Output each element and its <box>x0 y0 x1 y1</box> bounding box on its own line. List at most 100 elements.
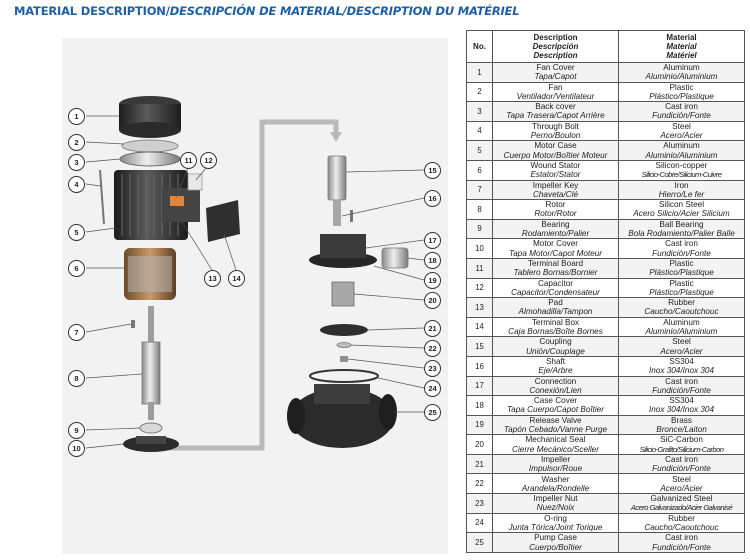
material-en: SS304 <box>669 396 694 406</box>
callout-13: 13 <box>204 270 221 287</box>
material-translation: Acero/Acier <box>660 483 703 493</box>
description-en: Fan <box>548 82 563 92</box>
description-en: Pump Case <box>534 533 577 543</box>
material-en: Cast iron <box>665 533 698 543</box>
callout-4: 4 <box>68 176 85 193</box>
material-translation: Bola Rodamiento/Palier Balle <box>628 229 735 239</box>
material-en: Aluminum <box>663 63 700 73</box>
callout-25: 25 <box>424 404 441 421</box>
material-translation: Silicio-Cobre/Silicium-Cuivre <box>641 170 722 180</box>
row-number: 4 <box>466 120 493 142</box>
material-translation: Caucho/Caoutchouc <box>644 522 719 532</box>
material-translation: Plástico/Plastique <box>649 287 714 297</box>
description-en: Back cover <box>535 102 576 112</box>
description-en: Impeller <box>540 454 571 464</box>
description-en: Release Valve <box>529 415 582 425</box>
description-en: Rotor <box>545 200 566 210</box>
callout-9: 9 <box>68 422 85 439</box>
material-en: SiC-Carbon <box>660 435 703 445</box>
callout-14: 14 <box>228 270 245 287</box>
description-translation: Rotor/Rotor <box>534 209 577 219</box>
description-en: Coupling <box>539 337 572 347</box>
material-en: Iron <box>674 180 689 190</box>
callout-11: 11 <box>180 152 197 169</box>
material-translation: Inox 304/Inox 304 <box>648 366 715 376</box>
material-translation: Aluminio/Aluminium <box>645 72 718 82</box>
material-en: Silicon Steel <box>658 200 705 210</box>
callout-1: 1 <box>68 108 85 125</box>
description-translation: Unión/Couplage <box>526 346 585 356</box>
description-en: Wound Stator <box>530 161 581 171</box>
description-en: Pad <box>548 298 563 308</box>
material-en: Cast iron <box>665 239 698 249</box>
description-en: Through Bolt <box>532 121 579 131</box>
material-en: Plastic <box>669 82 694 92</box>
callout-17: 17 <box>424 232 441 249</box>
row-number: 18 <box>466 395 493 416</box>
page-title: MATERIAL DESCRIPTION/DESCRIPCIÓN DE MATE… <box>14 4 520 18</box>
row-number: 3 <box>466 101 493 122</box>
material-translation: Bronce/Laiton <box>656 424 707 434</box>
material-translation: Plástico/Plastique <box>649 268 714 278</box>
table-header-row: No. Description Descripción Description … <box>466 30 745 63</box>
exploded-view-illustration <box>85 96 425 452</box>
row-number: 12 <box>466 277 493 299</box>
description-en: Capacitor <box>537 278 574 288</box>
material-en: Cast iron <box>665 376 698 386</box>
description-translation: Ventilador/Ventilateur <box>516 91 595 101</box>
row-number: 10 <box>466 238 493 259</box>
header-description-es: Descripción <box>532 42 579 51</box>
material-translation: Acero Galvanizado/Acier Galvanisé <box>630 503 733 513</box>
material-translation: Silicio-Grafito/Silicium-Carbon <box>639 444 724 454</box>
row-number: 2 <box>466 81 493 103</box>
description-en: Motor Case <box>534 141 577 151</box>
material-translation: Acero/Acier <box>660 131 703 141</box>
material-en: Aluminum <box>663 317 700 327</box>
callout-8: 8 <box>68 370 85 387</box>
description-translation: Perno/Boulon <box>530 131 581 141</box>
row-number: 6 <box>466 159 493 181</box>
material-en: Steel <box>672 337 691 347</box>
description-en: Case Cover <box>533 396 578 406</box>
row-number: 25 <box>466 532 493 553</box>
material-en: Ball Bearing <box>659 219 704 229</box>
row-number: 17 <box>466 375 493 397</box>
callout-22: 22 <box>424 340 441 357</box>
description-translation: Arandela/Rondelle <box>521 483 590 493</box>
material-en: Plastic <box>669 278 694 288</box>
description-translation: Conexión/Lien <box>529 385 582 395</box>
description-translation: Junta Tórica/Joint Torique <box>508 522 603 532</box>
material-translation: Plástico/Plastique <box>649 91 714 101</box>
material-translation: Inox 304/Inox 304 <box>648 405 715 415</box>
material-translation: Aluminio/Aluminium <box>645 150 718 160</box>
material-en: Plastic <box>669 259 694 269</box>
